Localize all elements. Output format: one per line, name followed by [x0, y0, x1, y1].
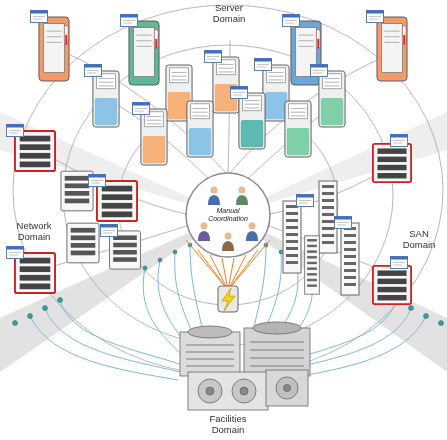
gray-bands — [0, 112, 447, 372]
monitor-windows — [7, 11, 408, 269]
domain-label: SAN Domain — [396, 228, 442, 250]
power-lines — [186, 240, 270, 290]
san-racks — [283, 144, 411, 304]
people — [198, 187, 258, 252]
domain-label: Network Domain — [8, 220, 60, 242]
network-boxes — [15, 131, 141, 293]
node-text: Manual Coordination — [205, 207, 251, 223]
power-icon — [218, 286, 238, 312]
domain-label: Server Domain — [203, 2, 255, 24]
server-racks — [39, 17, 407, 165]
domain-label: Facilities Domain — [198, 413, 258, 435]
blue-cables — [30, 245, 426, 380]
facilities-units — [180, 322, 310, 410]
center-circle — [186, 173, 270, 257]
connection-arcs — [13, 5, 443, 375]
coordination-circle: Manual Coordination — [186, 173, 270, 257]
